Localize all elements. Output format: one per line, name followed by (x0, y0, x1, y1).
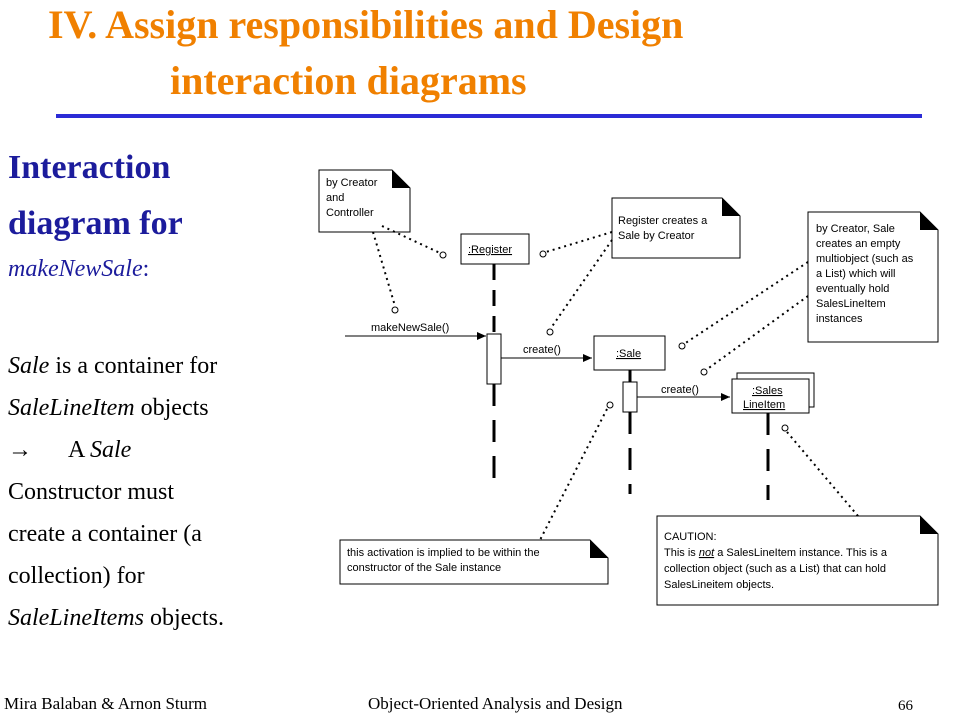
caution-line-1: CAUTION: (664, 531, 717, 543)
note-sale-line-1: by Creator, Sale (816, 223, 895, 235)
note-creator-sale: by Creator, Sale creates an empty multio… (807, 211, 939, 343)
footer-authors: Mira Balaban & Arnon Sturm (4, 694, 208, 713)
sale-activation (622, 381, 638, 413)
note-activation: this activation is implied to be within … (339, 539, 609, 585)
body-line-1: Sale is a container for (8, 345, 308, 387)
note-sale-line-2: creates an empty (816, 238, 901, 250)
note-creator-line-3: Controller (326, 207, 374, 219)
note-caution: CAUTION: This is not a SalesLineItem ins… (656, 515, 939, 606)
note-sale-line-3: multiobject (such as (816, 253, 914, 265)
body-term-sale: Sale (8, 353, 50, 379)
make-new-sale-label: makeNewSale() (371, 322, 449, 334)
note-connectors (372, 225, 859, 541)
body-term-sale-2: Sale (90, 437, 132, 463)
heading-line-1: Interaction (8, 149, 171, 186)
register-label: :Register (468, 244, 512, 256)
body-line-7: SaleLineItems objects. (8, 597, 308, 639)
sales-lineitem-label-2: LineItem (743, 399, 785, 411)
body-line-4: Constructor must (8, 479, 174, 505)
body-line-2: SaleLineItem objects (8, 387, 308, 429)
slide-title-line-1: IV. Assign responsibilities and Design (48, 2, 684, 47)
body-line-5: create a container (a (8, 521, 202, 547)
right-arrow-icon: → (8, 437, 32, 463)
body-line-3: → A Sale (8, 429, 308, 471)
create-sale-label: create() (523, 344, 561, 356)
register-activation (486, 333, 502, 385)
note-sale-line-5: eventually hold (816, 283, 889, 295)
note-register-line-2: Sale by Creator (618, 230, 695, 242)
body-line-2-rest: objects (134, 395, 209, 421)
subheading-method: makeNewSale (8, 256, 143, 282)
note-register-creates: Register creates a Sale by Creator (611, 197, 741, 259)
note-sale-line-7: instances (816, 313, 863, 325)
body-line-7-rest: objects. (143, 605, 224, 631)
register-object: :Register (460, 233, 530, 265)
subheading-colon: : (142, 256, 150, 282)
body-term-salelineitem: SaleLineItem (8, 395, 135, 421)
sale-object: :Sale (593, 335, 666, 371)
note-activation-line-2: constructor of the Sale instance (347, 562, 501, 574)
note-sale-line-4: a List) which will (816, 268, 895, 280)
note-creator-line-1: by Creator (326, 177, 378, 189)
sales-lineitem-label-1: :Sales (752, 385, 783, 397)
create-list-label: create() (661, 384, 699, 396)
body-line-1-rest: is a container for (49, 353, 218, 379)
heading-line-2: diagram for (8, 205, 183, 242)
note-sale-line-6: SalesLineItem (816, 298, 886, 310)
footer-course: Object-Oriented Analysis and Design (368, 694, 623, 713)
caution-line-3: collection object (such as a List) that … (664, 563, 886, 575)
body-line-6: collection) for (8, 563, 145, 589)
note-creator-line-2: and (326, 192, 344, 204)
body-line-3-text: A (68, 437, 91, 463)
body-term-salelineitems: SaleLineItems (8, 605, 144, 631)
caution-line-2: This is not a SalesLineItem instance. Th… (664, 547, 888, 559)
note-creator-controller: by Creator and Controller (318, 169, 411, 233)
connector-circles (391, 250, 789, 432)
sale-label: :Sale (616, 348, 641, 360)
title-underline (56, 114, 922, 118)
sales-lineitem-multiobject: :Sales LineItem (731, 372, 815, 414)
note-activation-line-1: this activation is implied to be within … (347, 547, 540, 559)
slide-title-line-2: interaction diagrams (170, 58, 527, 103)
note-register-line-1: Register creates a (618, 215, 708, 227)
caution-line-4: SalesLineitem objects. (664, 579, 774, 591)
body-text: Sale is a container for SaleLineItem obj… (8, 345, 308, 639)
subheading: makeNewSale: (8, 256, 149, 283)
page-number: 66 (898, 698, 913, 714)
